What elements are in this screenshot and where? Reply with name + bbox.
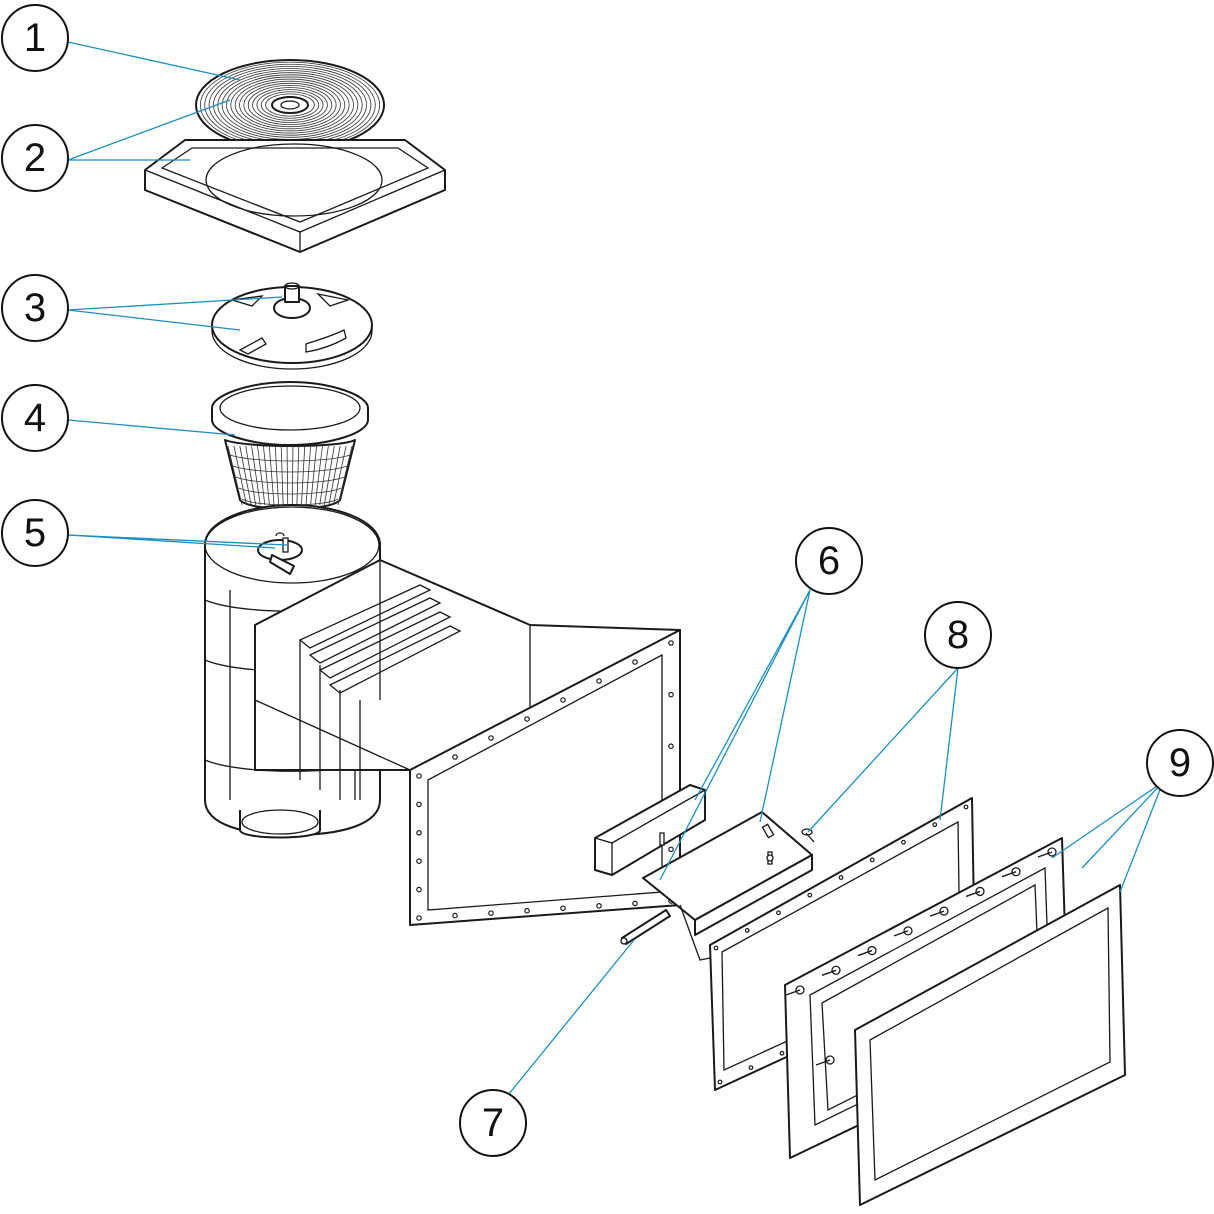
part-float-disc <box>211 282 373 370</box>
callout-5: 5 <box>1 499 69 567</box>
callout-3: 3 <box>1 274 69 342</box>
callout-7: 7 <box>459 1089 527 1157</box>
callout-6: 6 <box>795 527 863 595</box>
callout-8-number: 8 <box>947 613 969 657</box>
leader-lines <box>67 41 1164 1106</box>
callout-2-number: 2 <box>24 136 46 180</box>
callout-8: 8 <box>924 601 992 669</box>
part-basket <box>211 381 369 510</box>
part-frame-collar <box>144 139 446 253</box>
callout-9: 9 <box>1146 729 1214 797</box>
callout-3-number: 3 <box>24 286 46 330</box>
part-gasket-screw <box>801 828 815 843</box>
callout-7-number: 7 <box>482 1101 504 1145</box>
callout-4: 4 <box>1 384 69 452</box>
part-lid <box>195 59 385 151</box>
callout-2: 2 <box>1 124 69 192</box>
part-faceplate-cover <box>854 884 1126 1206</box>
part-flap-bracket <box>642 811 829 961</box>
callout-4-number: 4 <box>24 396 46 440</box>
callout-1: 1 <box>1 4 69 72</box>
part-pin <box>620 909 671 945</box>
skimmer-body <box>204 504 681 926</box>
part-flap-door <box>594 784 706 876</box>
callout-9-number: 9 <box>1169 741 1191 785</box>
callout-5-number: 5 <box>24 511 46 555</box>
callout-6-number: 6 <box>818 539 840 583</box>
callout-1-number: 1 <box>24 16 46 60</box>
